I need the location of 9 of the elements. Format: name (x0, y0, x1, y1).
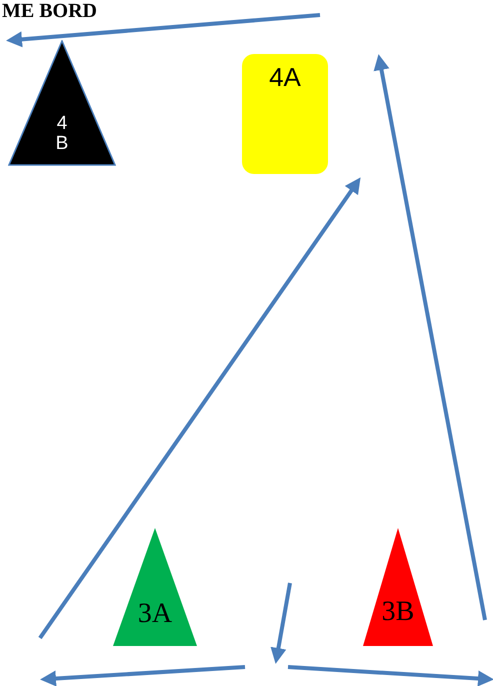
player-label: 4A (268, 64, 302, 92)
player-label: 3B (380, 597, 416, 626)
player-label: 4 B (54, 114, 70, 154)
player-label: 3A (136, 599, 174, 628)
player-card (242, 54, 328, 174)
title: ME BORD (2, 0, 97, 23)
player-triangle (8, 40, 116, 166)
player-triangle (362, 527, 434, 647)
player-triangle (112, 527, 198, 647)
